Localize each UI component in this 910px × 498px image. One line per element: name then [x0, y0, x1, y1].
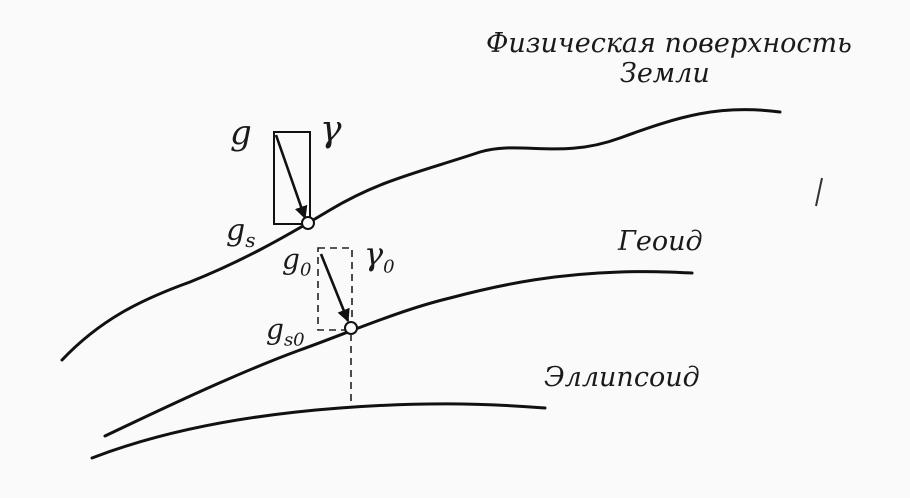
g-s0-label: gs0 — [266, 313, 305, 351]
gamma-0-label: γ0 — [364, 235, 395, 278]
ellipsoid-label: Эллипсоид — [544, 362, 700, 393]
physical-surface-label: Физическая поверхность — [486, 28, 852, 59]
geoid-curve — [103, 270, 694, 438]
physical-surface-label-line2: Земли — [620, 58, 710, 89]
ellipsoid-curve — [90, 402, 547, 460]
geoid-point — [344, 321, 358, 335]
gamma-label: γ — [320, 109, 342, 150]
surface-point — [301, 216, 315, 230]
g-s-label: gs — [226, 213, 256, 252]
g0-vector-box — [317, 247, 353, 331]
stray-mark — [815, 177, 823, 207]
g-vector-box — [273, 131, 311, 225]
g-0-label: g0 — [282, 243, 312, 281]
geoid-label: Геоид — [618, 226, 703, 257]
g-label: g — [230, 113, 252, 153]
g-arrow — [274, 134, 308, 220]
g0-arrow — [319, 253, 350, 323]
physical-surface-curve — [60, 108, 782, 362]
